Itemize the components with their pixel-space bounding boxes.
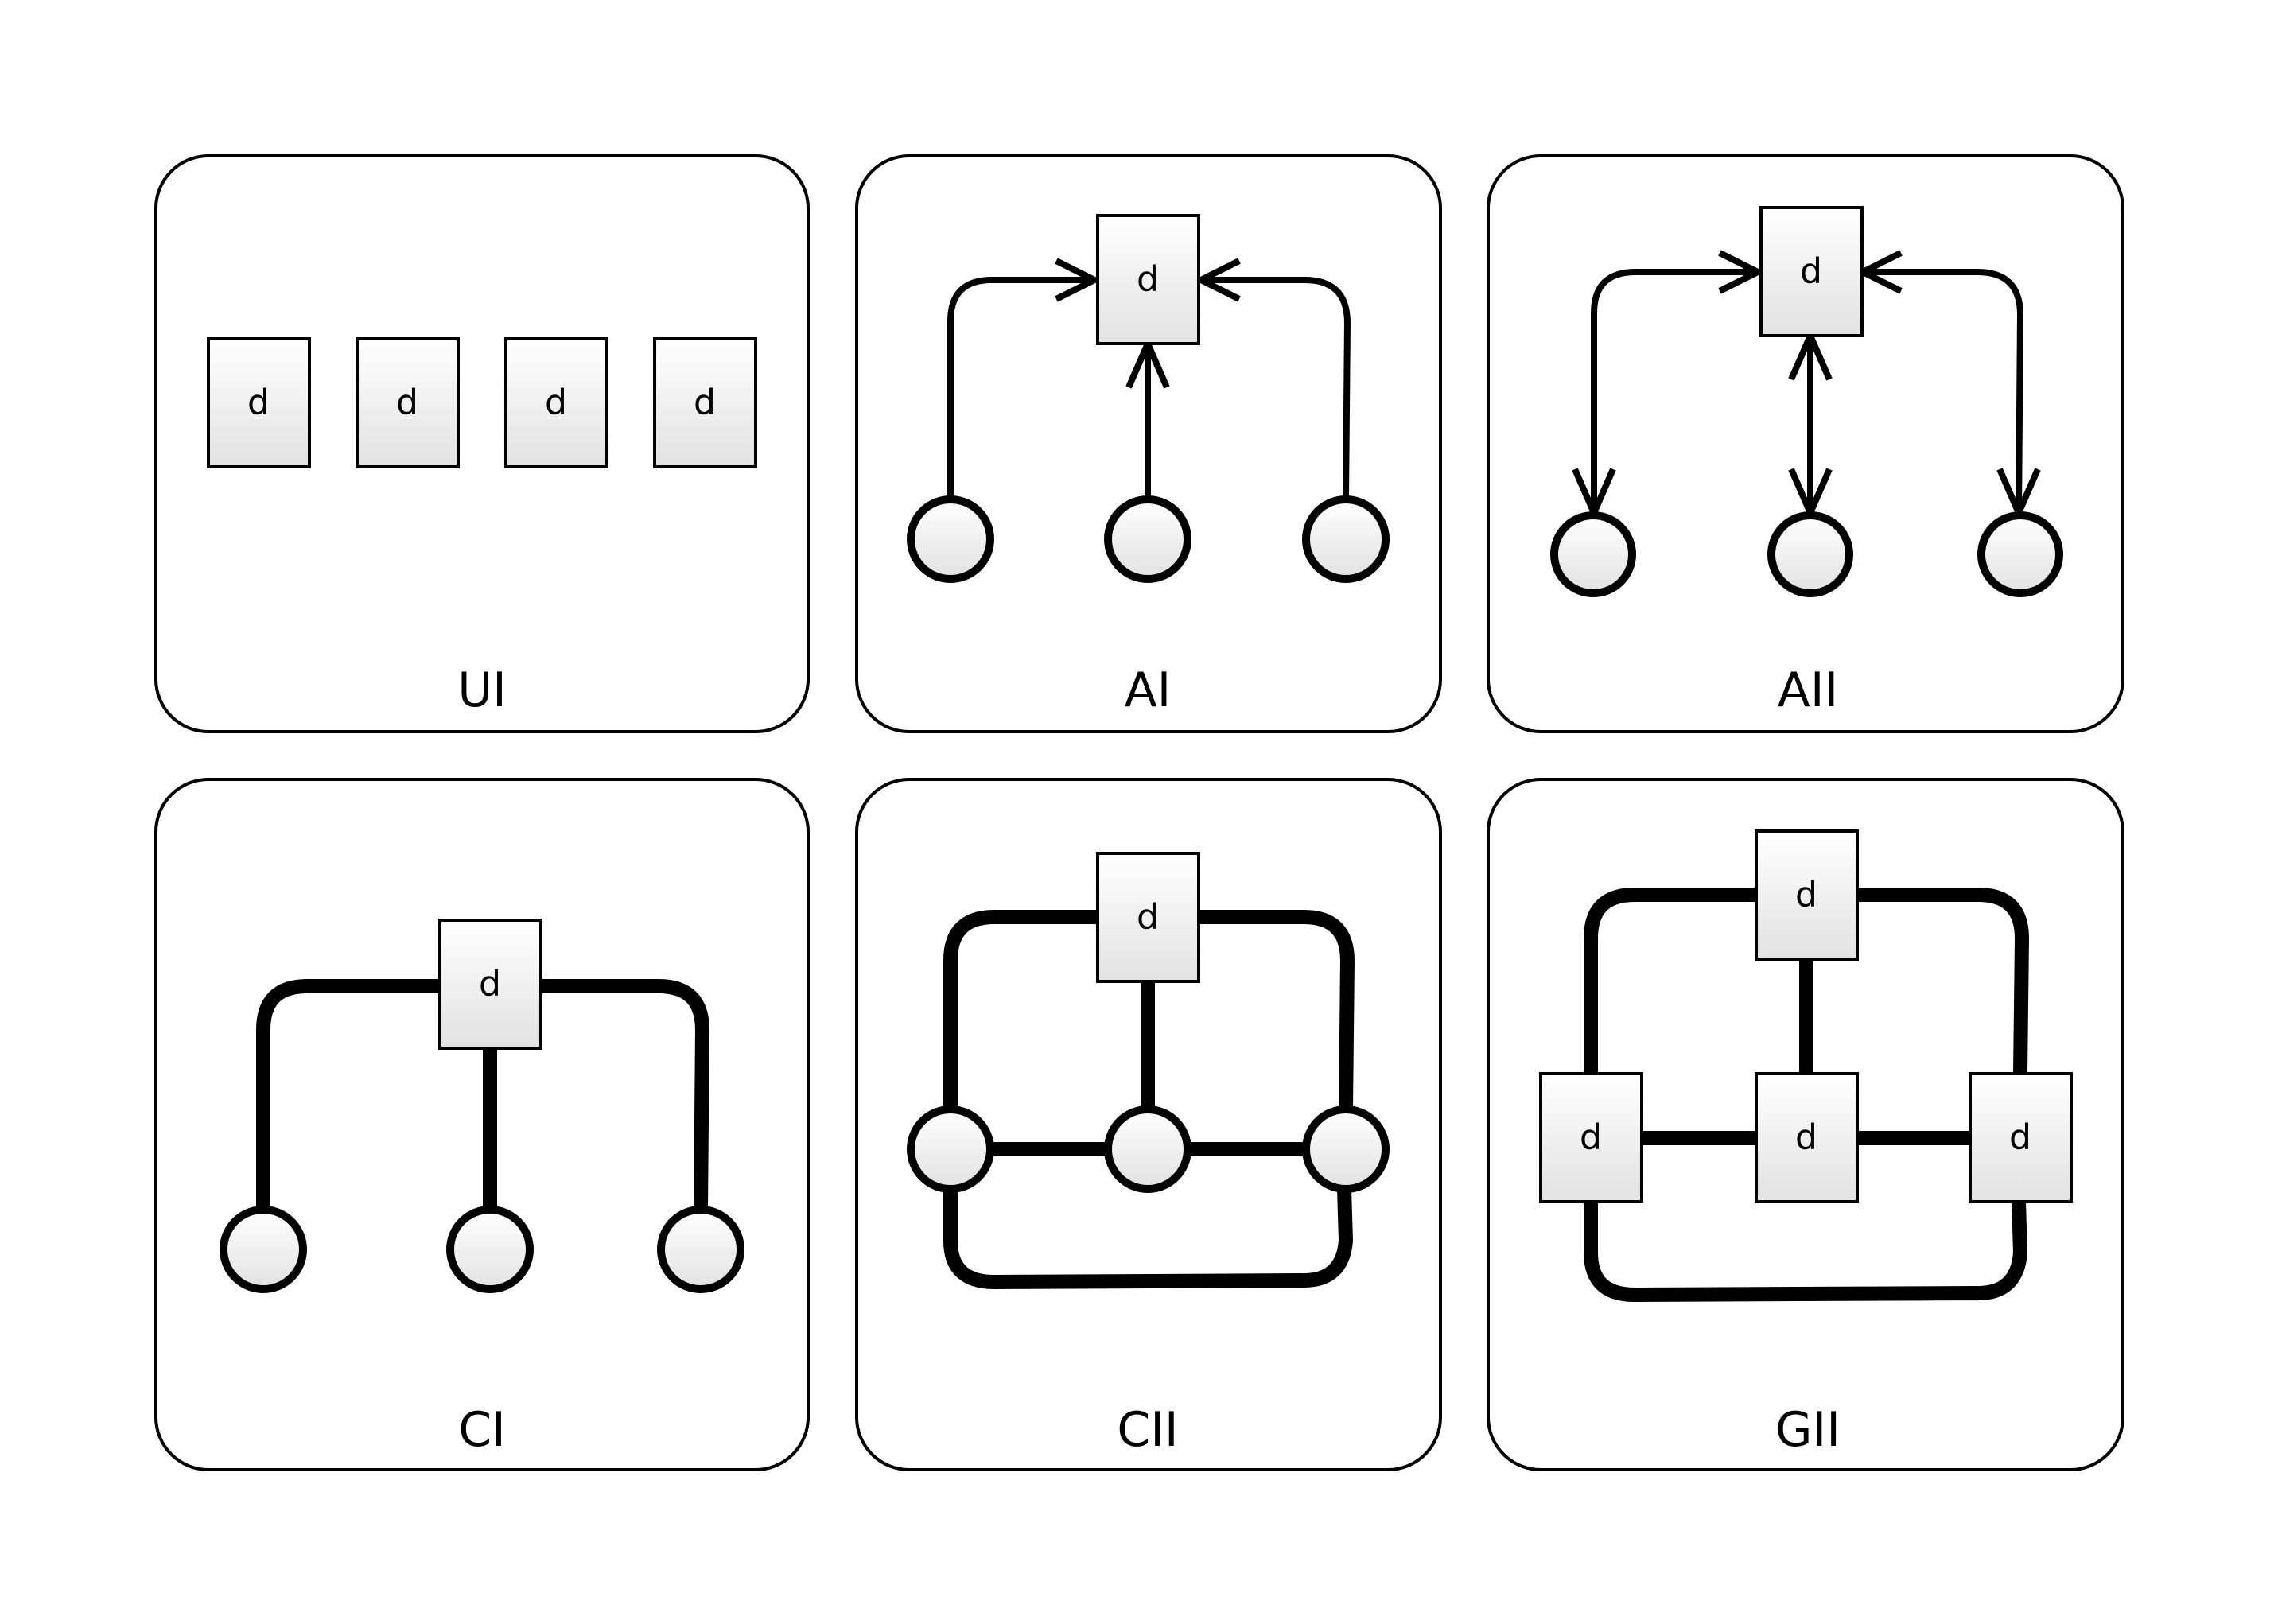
panel-frame [1487,154,2124,733]
panel-gii: d d d d GII [1487,778,2124,1471]
box-label: d [247,383,270,423]
arrowhead-icon [1055,258,1102,302]
edge-top-left [1584,888,1755,1074]
edge-left [1591,269,1758,513]
node-circle [446,1206,534,1293]
box-label: d [1795,1117,1817,1158]
panel-frame [154,778,810,1471]
panel-frame [154,154,810,733]
panel-ci: d CI [154,778,810,1471]
edge-bottom-loop [1584,1202,2027,1302]
data-box: d [1755,1072,1859,1203]
data-box: d [1539,1072,1643,1203]
edge-top-left [943,910,1098,1109]
edge-left [947,277,1094,497]
panel-label: CI [458,1402,506,1458]
edge-right [1863,269,2023,514]
arrowhead-icon [1194,258,1241,302]
panel-label: AII [1778,662,1838,718]
data-box: d [653,337,757,468]
data-box: d [1969,1072,2073,1203]
panel-ui: d d d d UI [154,154,810,733]
node-circle [657,1206,744,1293]
box-label: d [1137,897,1159,938]
arrowhead-icon [1718,250,1765,294]
node-circle [1550,511,1636,597]
panel-ai: d AI [855,154,1442,733]
data-box: d [1759,206,1864,337]
panel-cii: d CII [855,778,1442,1471]
node-circle [1302,1105,1390,1193]
data-box: d [438,919,542,1050]
node-circle [1104,1105,1191,1193]
data-box: d [1096,852,1200,983]
node-circle [907,1105,994,1193]
node-circle [1104,495,1191,583]
panel-label: GII [1775,1402,1841,1458]
panel-aii: d AII [1487,154,2124,733]
panel-label: CII [1117,1402,1178,1458]
edge-top-right [1199,910,1355,1110]
box-label: d [694,383,716,423]
box-label: d [545,383,567,423]
box-label: d [1800,251,1822,292]
data-box: d [1755,829,1859,961]
edge-bottom-loop [943,1188,1353,1289]
panel-label: UI [457,662,507,718]
data-box: d [207,337,311,468]
node-circle [1302,495,1390,583]
edge-top-right [1856,888,2029,1074]
data-box: d [1096,214,1200,345]
box-label: d [1795,875,1817,915]
panel-label: AI [1125,662,1172,718]
edge-right [540,979,709,1210]
data-box: d [504,337,608,468]
box-label: d [1580,1117,1602,1158]
data-box: d [356,337,460,468]
node-circle [907,495,994,583]
edge-right [1201,277,1351,498]
node-circle [1767,511,1853,597]
box-label: d [396,383,418,423]
node-circle [220,1206,307,1293]
box-label: d [479,964,501,1004]
edge-left [256,979,441,1209]
box-label: d [2009,1117,2031,1158]
node-circle [1977,511,2063,597]
box-label: d [1137,259,1159,300]
